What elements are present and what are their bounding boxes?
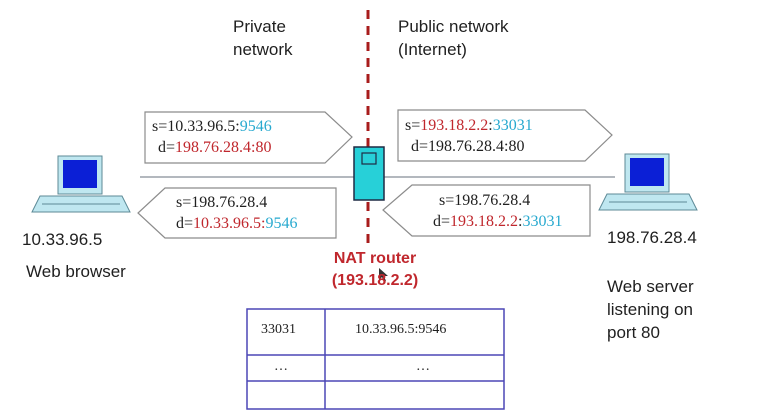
packet-source: s=198.76.28.4 [439, 192, 531, 209]
nat-router-label: NAT router (193.18.2.2) [300, 248, 450, 292]
packet-destination: d=198.76.28.4:80 [158, 139, 272, 156]
server-computer-icon [598, 153, 698, 211]
packet-arrow-in-private [137, 187, 337, 239]
nat-table-mapping-cell: … [416, 359, 430, 374]
packet-source: s=198.76.28.4 [176, 194, 268, 211]
packet-arrow-out-public [397, 109, 613, 162]
private-network-label-line2: network [233, 40, 293, 59]
client-ip-label: 10.33.96.5 [22, 230, 103, 249]
packet-destination: d=10.33.96.5:9546 [176, 215, 298, 232]
nat-table-port-cell: 33031 [261, 322, 296, 337]
packet-arrow-out-private [144, 111, 353, 164]
server-role-line2: listening on [607, 300, 694, 319]
public-network-label-line2: (Internet) [398, 40, 467, 59]
packet-source: s=10.33.96.5:9546 [152, 118, 272, 135]
server-role-line1: Web server [607, 277, 694, 296]
client-computer-icon [31, 155, 131, 213]
private-network-label: Private network [233, 15, 293, 61]
nat-router-name: NAT router [333, 250, 417, 267]
client-role-label: Web browser [26, 262, 126, 281]
packet-out-private: s=10.33.96.5:9546 d=198.76.28.4:80 [152, 116, 272, 158]
packet-destination: d=193.18.2.2:33031 [433, 213, 563, 230]
nat-table-grid [246, 308, 505, 410]
packet-in-public: s=198.76.28.4 d=193.18.2.2:33031 [433, 190, 562, 232]
private-network-label-line1: Private [233, 17, 286, 36]
packet-out-public: s=193.18.2.2:33031 d=198.76.28.4:80 [405, 115, 533, 157]
nat-table-mapping-cell: 10.33.96.5:9546 [355, 322, 447, 337]
nat-router-ip: (193.18.2.2) [331, 272, 419, 289]
server-ip-label: 198.76.28.4 [607, 228, 697, 247]
server-role-line3: port 80 [607, 323, 660, 342]
public-network-label-line1: Public network [398, 17, 509, 36]
packet-source: s=193.18.2.2:33031 [405, 117, 533, 134]
mouse-cursor-icon [379, 268, 388, 282]
packet-destination: d=198.76.28.4:80 [411, 138, 525, 155]
nat-table-port-cell: … [274, 359, 288, 374]
server-role-label: Web server listening on port 80 [607, 275, 694, 344]
packet-in-private: s=198.76.28.4 d=10.33.96.5:9546 [176, 192, 297, 234]
nat-router-icon [353, 146, 385, 201]
packet-arrow-in-public [382, 184, 591, 237]
public-network-label: Public network (Internet) [398, 15, 509, 61]
